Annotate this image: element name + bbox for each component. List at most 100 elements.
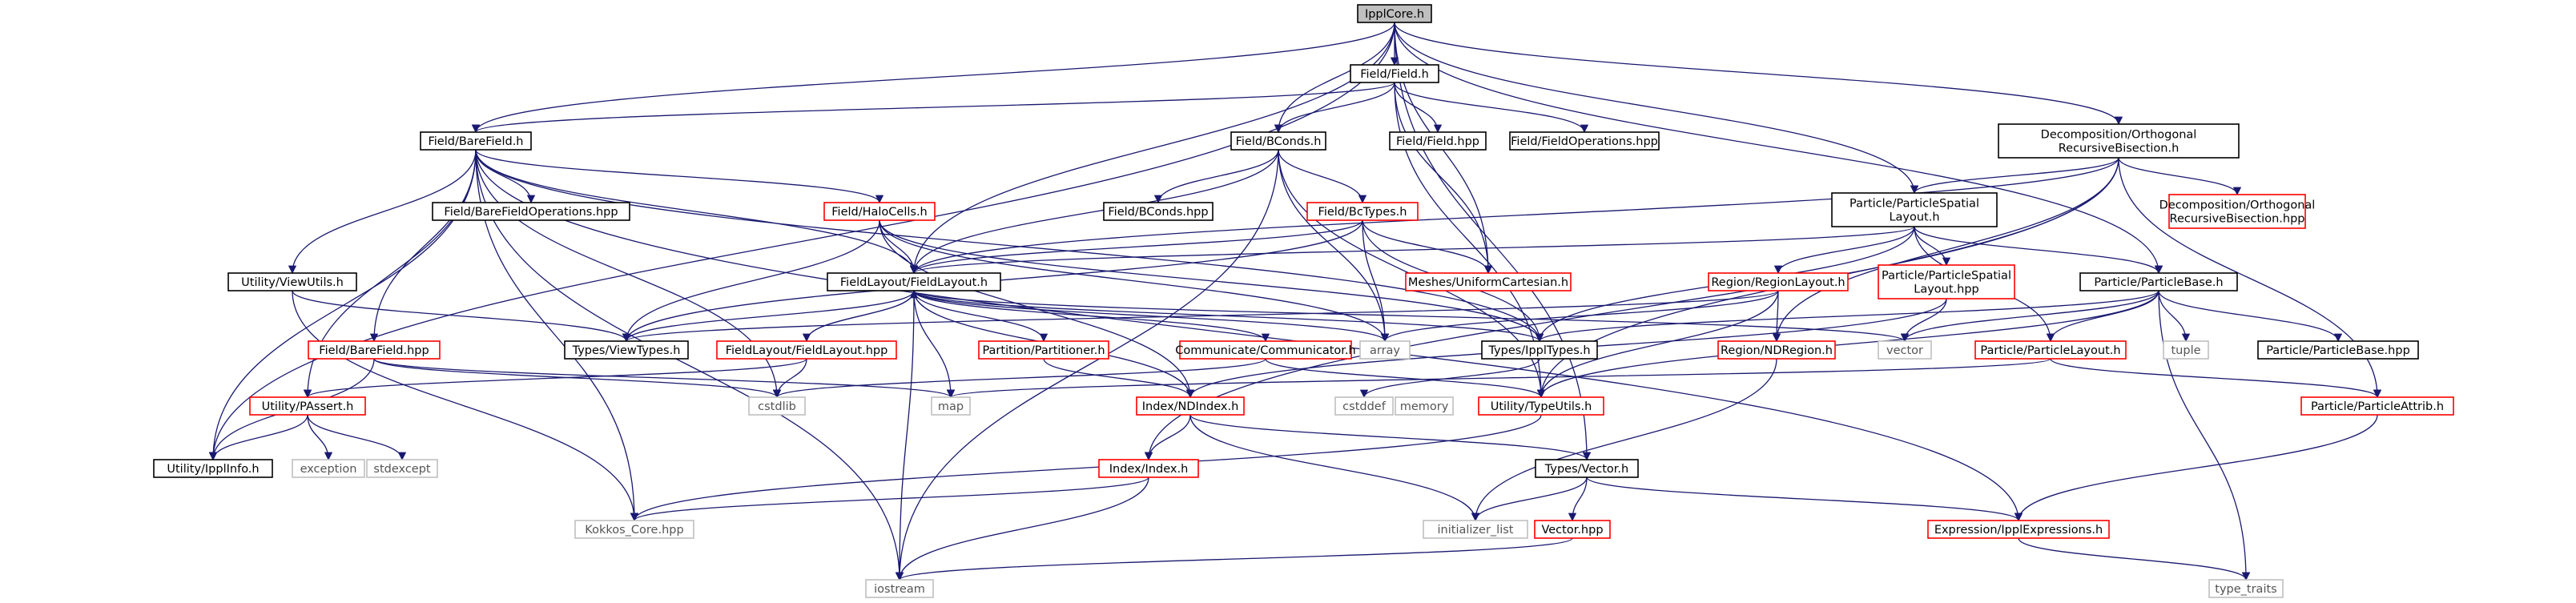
node-ipplinfo[interactable]: Utility/IpplInfo.h [153,459,273,478]
node-pslayout-box [1831,192,1998,227]
node-communicator-box [1179,340,1352,360]
node-decomp[interactable]: Decomposition/OrthogonalRecursiveBisecti… [1998,123,2240,159]
node-cstdlib: cstdlib [748,396,806,416]
node-ipplinfo-box [153,459,273,478]
node-regionlayout[interactable]: Region/RegionLayout.h [1708,272,1849,291]
edge-pbase-to-ippltypes [1536,290,2159,343]
node-regionlayout-box [1708,272,1849,291]
node-uniformcart-label: Meshes/UniformCartesian.h [1408,276,1568,289]
node-vector_std: vector [1878,340,1932,360]
node-barefieldhpp[interactable]: Field/BareField.hpp [308,340,441,360]
node-index-box [1098,459,1199,478]
node-halocells[interactable]: Field/HaloCells.h [823,202,936,221]
edge-ndindex-to-initlist [1189,414,1480,522]
node-bconds[interactable]: Field/BConds.h [1230,131,1326,151]
node-typeutils[interactable]: Utility/TypeUtils.h [1478,396,1604,416]
node-pattrib-box [2300,396,2454,416]
node-decomp-box [1998,123,2240,159]
node-typetraits-box [2208,579,2284,598]
edge-root-to-bconds [1274,22,1395,134]
node-vectorhpp[interactable]: Vector.hpp [1534,520,1611,539]
node-tuple-label: tuple [2171,344,2200,357]
node-ndindex[interactable]: Index/NDIndex.h [1136,396,1245,416]
node-fieldops-box [1509,131,1660,151]
edge-regionlayout-to-typeutils [1536,290,1779,399]
node-pslayouthpp-label: Layout.hpp [1914,283,1979,296]
node-pslayout-label: Particle/ParticleSpatial [1849,198,1979,211]
node-typeutils-box [1478,396,1604,416]
node-halocells-box [823,202,936,221]
node-cstdlib-label: cstdlib [758,400,796,413]
edge-viewutils-to-kokkoscore [292,290,639,522]
node-typesvector[interactable]: Types/Vector.h [1535,459,1639,478]
edge-fieldlayout-to-map [913,290,956,399]
edge-pslayout-to-fieldlayout [910,226,1915,275]
edge-typesvector-to-vectorhpp [1568,476,1588,522]
edge-regionlayout-to-array [1380,290,1779,343]
edge-fieldlayout-to-ippltypes [913,290,1544,343]
node-barefieldops-label: Field/BareFieldOperations.hpp [444,206,618,219]
node-ippltypes-box [1481,340,1598,360]
node-fieldhpp[interactable]: Field/Field.hpp [1389,131,1487,151]
edge-passert-to-exception [307,414,333,461]
edge-pslayout-to-regionlayout [1773,226,1915,275]
node-barefieldops[interactable]: Field/BareFieldOperations.hpp [432,202,630,221]
node-typetraits-label: type_traits [2215,583,2276,596]
node-fieldlayout[interactable]: FieldLayout/FieldLayout.h [827,272,1001,291]
node-pslayouthpp-box [1878,264,2015,299]
edge-communicator-to-typeutils [1265,358,1546,399]
node-bctypes-box [1306,202,1419,221]
edge-regionlayout-to-viewtypes [622,290,1779,343]
node-stdexcept-box [366,459,438,478]
node-kokkoscore: Kokkos_Core.hpp [574,520,694,539]
node-orbhpp[interactable]: Decomposition/OrthogonalRecursiveBisecti… [2159,194,2316,229]
node-barefieldhpp-box [308,340,441,360]
node-index[interactable]: Index/Index.h [1098,459,1199,478]
node-decomp-label: Decomposition/Orthogonal [2041,129,2197,142]
node-viewtypes[interactable]: Types/ViewTypes.h [564,340,689,360]
node-typesvector-label: Types/Vector.h [1544,463,1628,476]
node-uniformcart[interactable]: Meshes/UniformCartesian.h [1405,272,1572,291]
edge-expressions-to-typetraits [2018,537,2251,581]
node-partitioner-box [978,340,1109,360]
node-communicator[interactable]: Communicate/Communicator.h [1175,340,1356,360]
node-bcondshpp-label: Field/BConds.hpp [1108,206,1208,219]
edge-fieldlayouthpp-to-fieldlayout [806,289,919,342]
node-viewutils-label: Utility/ViewUtils.h [241,276,344,289]
edge-decomp-to-fieldlayout [909,157,2119,275]
node-halocells-label: Field/HaloCells.h [831,206,928,219]
node-viewtypes-label: Types/ViewTypes.h [572,344,681,357]
node-expressions[interactable]: Expression/IpplExpressions.h [1927,520,2110,539]
node-fieldops[interactable]: Field/FieldOperations.hpp [1509,131,1660,151]
node-barefield[interactable]: Field/BareField.h [420,131,532,151]
node-pbasehpp[interactable]: Particle/ParticleBase.hpp [2257,340,2419,360]
node-partitioner[interactable]: Partition/Partitioner.h [978,340,1109,360]
node-fieldlayouthpp[interactable]: FieldLayout/FieldLayout.hpp [716,340,897,360]
node-pattrib[interactable]: Particle/ParticleAttrib.h [2300,396,2454,416]
edge-bconds-to-array [1278,149,1390,343]
edge-halocells-to-array [879,219,1390,343]
edge-partitioner-to-ndindex [1043,358,1195,399]
node-passert[interactable]: Utility/PAssert.h [249,396,366,416]
node-vectorhpp-box [1534,520,1611,539]
node-viewutils[interactable]: Utility/ViewUtils.h [227,272,357,291]
node-vector_std-box [1878,340,1932,360]
node-fieldlayouthpp-label: FieldLayout/FieldLayout.hpp [726,344,888,357]
edge-fieldlayout-to-array [913,290,1390,343]
node-fieldhpp-label: Field/Field.hpp [1396,135,1479,148]
node-field[interactable]: Field/Field.h [1350,64,1439,83]
node-vectorhpp-label: Vector.hpp [1541,524,1603,537]
node-viewutils-box [227,272,357,291]
node-bcondshpp[interactable]: Field/BConds.hpp [1103,202,1214,221]
node-bctypes[interactable]: Field/BcTypes.h [1306,202,1419,221]
edge-barefieldhpp-to-cstdlib [373,358,782,399]
node-ippltypes[interactable]: Types/IpplTypes.h [1481,340,1598,360]
node-playout[interactable]: Particle/ParticleLayout.h [1974,340,2127,360]
node-pbase[interactable]: Particle/ParticleBase.h [2079,272,2238,291]
node-uniformcart-box [1405,272,1572,291]
edge-bconds-to-bctypes [1278,149,1367,204]
edge-field-to-fieldhpp [1394,82,1443,134]
node-ndregion[interactable]: Region/NDRegion.h [1717,340,1836,360]
